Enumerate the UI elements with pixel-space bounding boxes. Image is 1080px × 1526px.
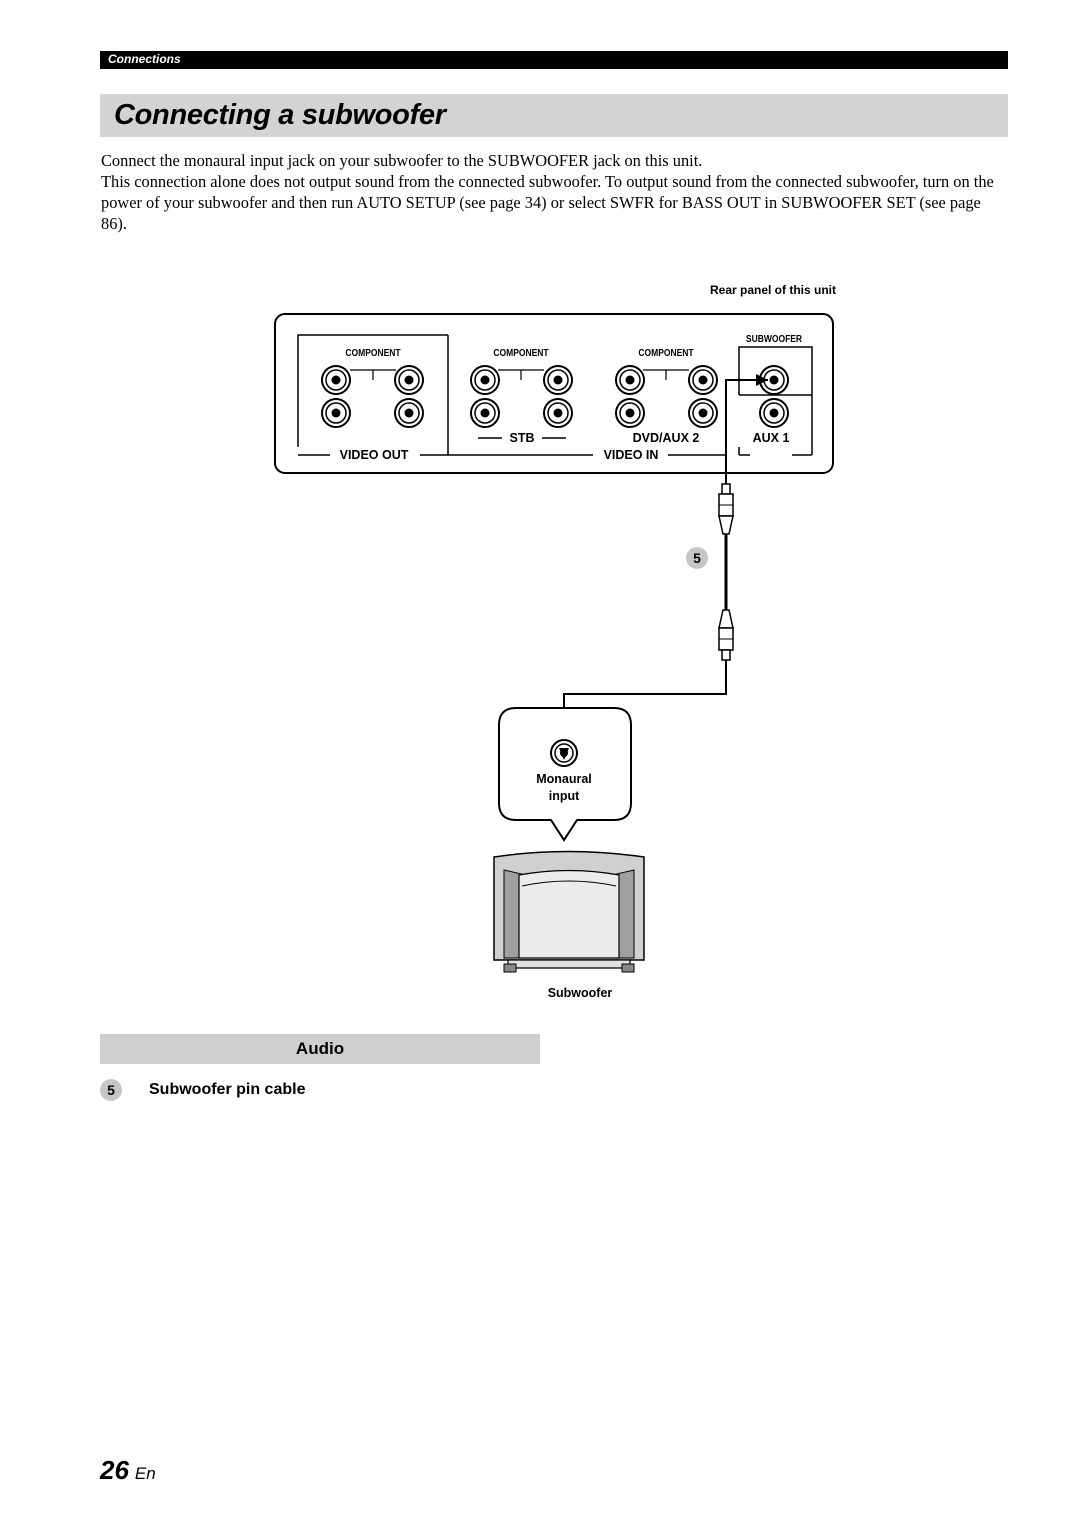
legend-label: Subwoofer pin cable [149, 1081, 306, 1098]
dvd-aux2-group: COMPONENT DVD/AUX 2 [633, 347, 700, 445]
page-number-value: 26 [100, 1455, 129, 1485]
component-label-stb: COMPONENT [493, 347, 548, 358]
video-in-label: VIDEO IN [604, 448, 659, 462]
jack-array [321, 365, 789, 428]
component-label-video-out: COMPONENT [345, 347, 400, 358]
section-header-bar: Connections [100, 51, 1008, 69]
monaural-label: Monaural [536, 772, 592, 786]
aux1-label: AUX 1 [753, 431, 790, 445]
jack-dvd-top-right [688, 365, 718, 395]
input-label: input [549, 789, 580, 803]
jack-stb-top-left [470, 365, 500, 395]
jack-stb-bottom-left [470, 398, 500, 428]
intro-paragraph: Connect the monaural input jack on your … [101, 151, 703, 170]
subwoofer-jack-label: SUBWOOFER [746, 333, 802, 344]
jack-video-out-top-right [394, 365, 424, 395]
subwoofer-jack-group: SUBWOOFER AUX 1 [738, 331, 813, 456]
rear-panel-caption: Rear panel of this unit [710, 283, 836, 297]
connection-diagram: Rear panel of this unit COMPONENT VIDEO … [274, 283, 836, 1000]
video-out-group: COMPONENT VIDEO OUT [297, 334, 449, 462]
subwoofer-caption: Subwoofer [548, 986, 613, 1000]
jack-video-out-top-left [321, 365, 351, 395]
jack-video-out-bottom-right [394, 398, 424, 428]
jack-stb-bottom-right [543, 398, 573, 428]
jack-dvd-top-left [615, 365, 645, 395]
dvd-aux2-label: DVD/AUX 2 [633, 431, 700, 445]
audio-heading: Audio [295, 1039, 345, 1058]
jack-subwoofer [759, 365, 789, 395]
legend-number-badge: 5 [100, 1079, 122, 1101]
title-bar: Connecting a subwoofer [100, 94, 1008, 137]
jack-aux1 [759, 398, 789, 428]
cable-number-badge [686, 547, 708, 569]
audio-heading-bar: Audio [100, 1034, 540, 1064]
jack-stb-top-right [543, 365, 573, 395]
stb-label: STB [510, 431, 535, 445]
jack-dvd-bottom-right [688, 398, 718, 428]
page-number: 26 En [100, 1455, 156, 1486]
stb-group: COMPONENT STB [478, 347, 566, 445]
jack-video-out-bottom-left [321, 398, 351, 428]
instruction-paragraph: This connection alone does not output so… [101, 172, 994, 233]
language-code: En [134, 1464, 156, 1483]
monaural-input-callout: Monaural input [498, 707, 632, 842]
component-label-dvd: COMPONENT [638, 347, 693, 358]
page-title: Connecting a subwoofer [114, 99, 446, 131]
subwoofer-speaker [493, 850, 645, 973]
jack-dvd-bottom-left [615, 398, 645, 428]
video-out-label: VIDEO OUT [340, 448, 409, 462]
section-header-label: Connections [108, 52, 181, 66]
cable-number: 5 [693, 550, 701, 566]
